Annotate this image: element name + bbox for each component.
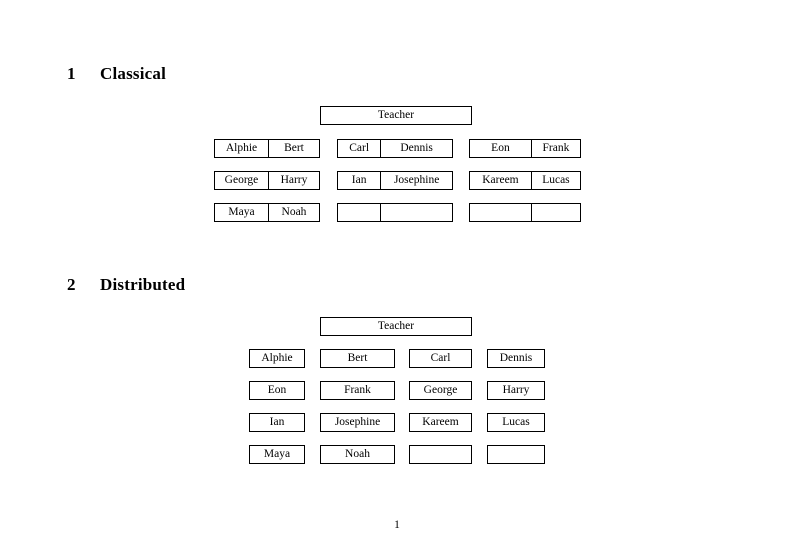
name-box: Kareem — [409, 413, 472, 432]
name-cell: Ian — [351, 174, 367, 186]
name-cell: Maya — [228, 206, 255, 218]
name-cell: Frank — [530, 140, 580, 157]
classical-row: George Harry — [214, 171, 320, 190]
name-box: Bert — [320, 349, 395, 368]
empty-cell — [338, 204, 380, 221]
section-title: Classical — [100, 64, 167, 83]
name-box: Lucas — [487, 413, 545, 432]
name-cell: Carl — [349, 142, 370, 154]
classical-row: Kareem Lucas — [469, 171, 581, 190]
name-box: Frank — [320, 381, 395, 400]
empty-box — [487, 445, 545, 464]
name-cell: Lucas — [530, 172, 580, 189]
name-cell: Kareem — [482, 174, 519, 186]
name-box: Maya — [249, 445, 305, 464]
section-number: 2 — [67, 275, 76, 294]
name-box: Noah — [320, 445, 395, 464]
name-cell: Josephine — [380, 172, 452, 189]
empty-cell — [380, 204, 452, 221]
classical-row: Maya Noah — [214, 203, 320, 222]
classical-row: Eon Frank — [469, 139, 581, 158]
name-box: Alphie — [249, 349, 305, 368]
name-cell: Eon — [491, 142, 510, 154]
section-number: 1 — [67, 64, 76, 83]
name-box: Josephine — [320, 413, 395, 432]
section-title: Distributed — [100, 275, 186, 294]
teacher-box-classical: Teacher — [320, 106, 472, 125]
empty-box — [409, 445, 472, 464]
name-cell: Noah — [267, 204, 319, 221]
name-cell: Alphie — [225, 142, 258, 154]
classical-row — [337, 203, 453, 222]
name-cell: Harry — [267, 172, 319, 189]
classical-row: Alphie Bert — [214, 139, 320, 158]
classical-row: Ian Josephine — [337, 171, 453, 190]
teacher-box-distributed: Teacher — [320, 317, 472, 336]
section-heading-classical: 1 Classical — [67, 64, 166, 84]
name-box: Carl — [409, 349, 472, 368]
name-box: Harry — [487, 381, 545, 400]
name-box: Eon — [249, 381, 305, 400]
classical-row: Carl Dennis — [337, 139, 453, 158]
page-number: 1 — [394, 519, 400, 531]
name-cell: Dennis — [380, 140, 452, 157]
name-box: Dennis — [487, 349, 545, 368]
empty-cell — [530, 204, 580, 221]
empty-cell — [470, 204, 531, 221]
name-cell: Bert — [267, 140, 319, 157]
section-heading-distributed: 2 Distributed — [67, 275, 185, 295]
classical-row — [469, 203, 581, 222]
name-box: Ian — [249, 413, 305, 432]
name-cell: George — [224, 174, 259, 186]
name-box: George — [409, 381, 472, 400]
